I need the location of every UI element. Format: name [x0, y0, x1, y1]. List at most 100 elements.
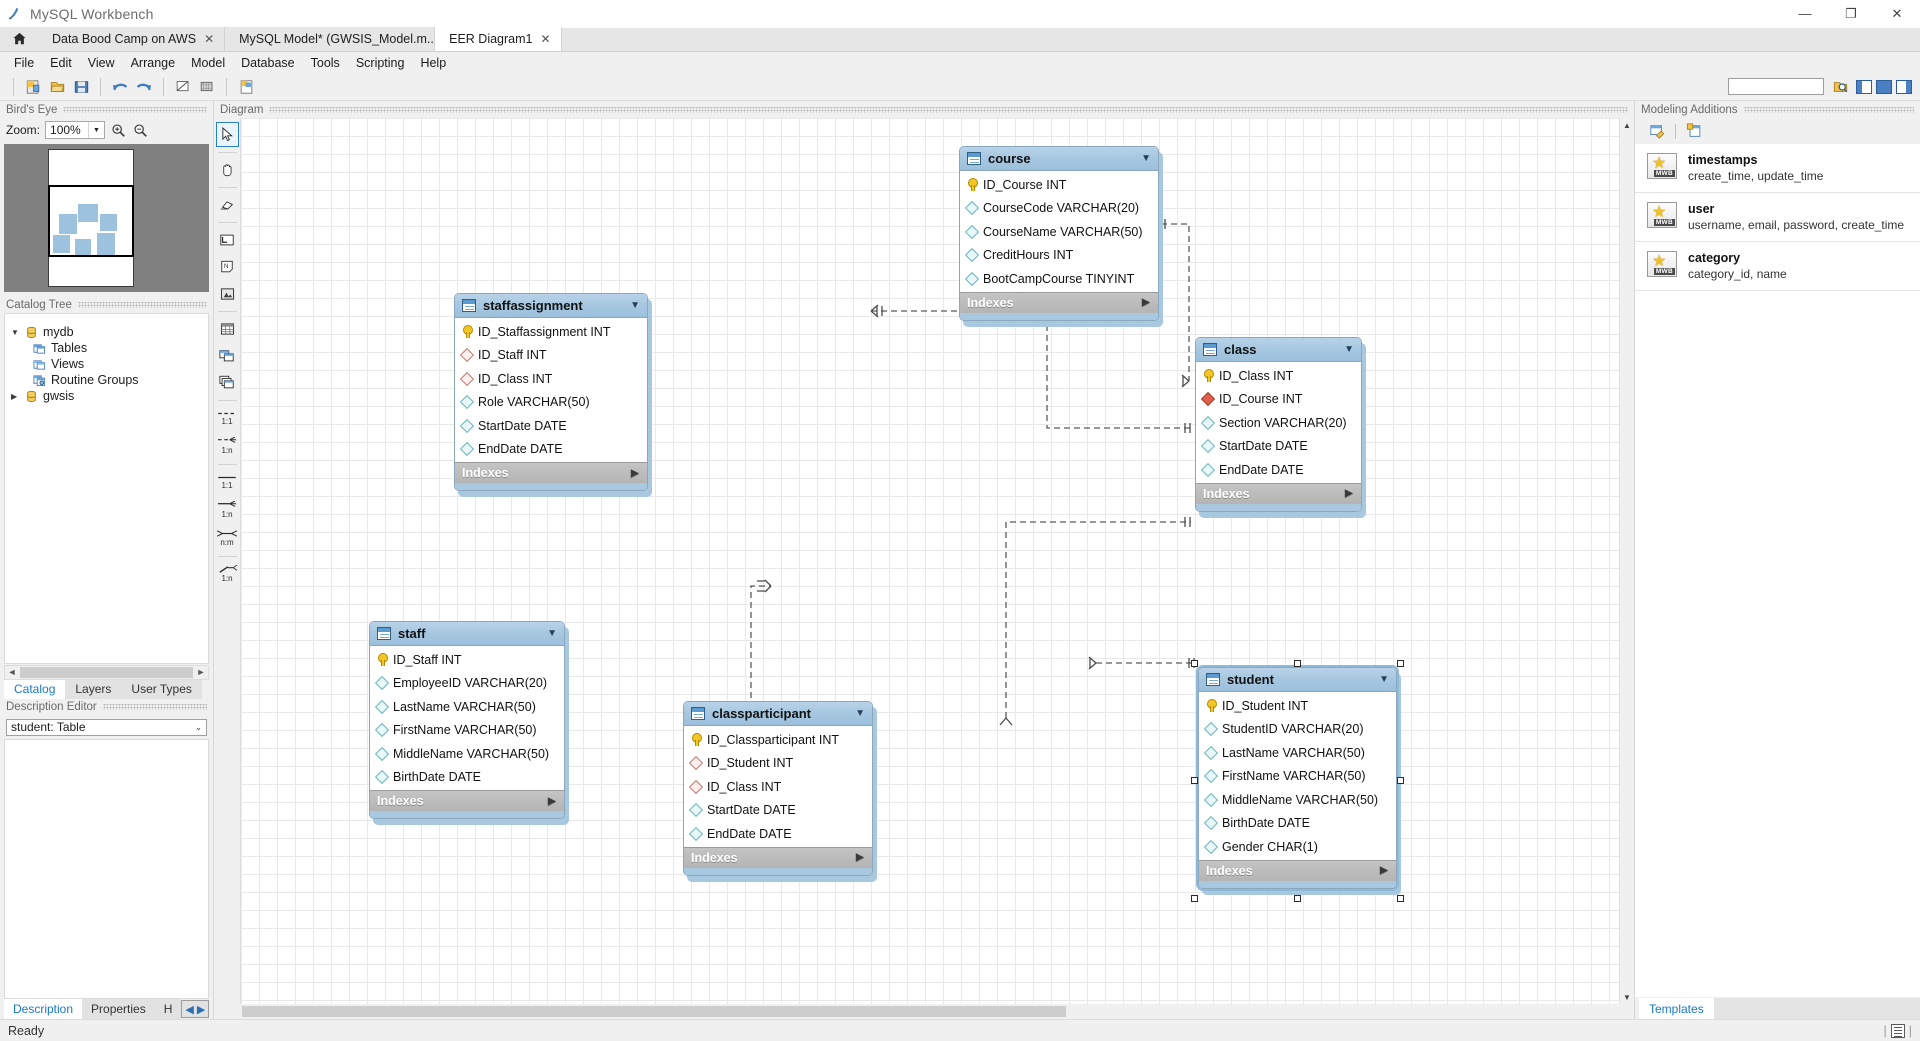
table-header[interactable]: student ▼ — [1199, 668, 1396, 692]
column-row[interactable]: ID_Class INT — [1196, 364, 1361, 388]
toggle-bottom-panel-button[interactable] — [1876, 79, 1892, 94]
scroll-left-icon[interactable]: ◄ — [7, 667, 17, 677]
indexes-section[interactable]: Indexes ▶ — [960, 291, 1158, 313]
tree-node-gwsis[interactable]: ▶ gwsis — [5, 388, 208, 404]
menu-file[interactable]: File — [14, 55, 35, 70]
undo-icon[interactable] — [108, 76, 132, 98]
scroll-down-icon[interactable]: ▼ — [1623, 992, 1631, 1002]
open-model-icon[interactable] — [45, 76, 69, 98]
table-header[interactable]: staffassignment ▼ — [455, 294, 647, 318]
birds-eye-viewport[interactable] — [48, 185, 134, 257]
output-panel-icon[interactable] — [1890, 1023, 1905, 1038]
template-item-category[interactable]: ★MWB category category_id, name — [1635, 242, 1920, 291]
er-table-staff[interactable]: staff ▼ ID_Staff INT EmployeeID VARCHAR(… — [369, 621, 569, 825]
search-input[interactable] — [1728, 78, 1824, 95]
chevron-down-icon[interactable]: ▼ — [1379, 674, 1389, 685]
table-header[interactable]: course ▼ — [960, 147, 1158, 171]
resize-handle-e[interactable] — [1397, 777, 1404, 784]
menu-database[interactable]: Database — [241, 55, 295, 70]
new-template-icon[interactable] — [1682, 120, 1706, 142]
indexes-section[interactable]: Indexes ▶ — [1196, 482, 1361, 504]
resize-handle-s[interactable] — [1294, 895, 1301, 902]
column-row[interactable]: FirstName VARCHAR(50) — [370, 719, 564, 743]
column-row[interactable]: LastName VARCHAR(50) — [1199, 741, 1396, 765]
tab-layers[interactable]: Layers — [65, 679, 122, 699]
scroll-up-icon[interactable]: ▲ — [1623, 120, 1631, 130]
resize-handle-ne[interactable] — [1397, 660, 1404, 667]
template-item-timestamps[interactable]: ★MWB timestamps create_time, update_time — [1635, 144, 1920, 193]
column-row[interactable]: MiddleName VARCHAR(50) — [370, 742, 564, 766]
template-item-user[interactable]: ★MWB user username, email, password, cre… — [1635, 193, 1920, 242]
modeling-additions-list[interactable]: ★MWB timestamps create_time, update_time… — [1635, 144, 1920, 997]
description-text-area[interactable] — [4, 738, 209, 999]
close-icon[interactable]: ✕ — [540, 32, 551, 46]
column-row[interactable]: ID_Course INT — [1196, 388, 1361, 412]
er-table-staffassignment[interactable]: staffassignment ▼ ID_Staffassignment INT… — [454, 293, 652, 497]
chevron-right-icon[interactable]: ▶ — [11, 391, 18, 401]
find-icon[interactable] — [1828, 76, 1852, 98]
toggle-page-guides-icon[interactable] — [195, 76, 219, 98]
expand-right-icon[interactable]: ▶ — [1345, 488, 1353, 499]
column-row[interactable]: ID_Student INT — [1199, 694, 1396, 718]
toggle-grid-icon[interactable] — [171, 76, 195, 98]
scrollbar-track[interactable] — [1619, 132, 1635, 990]
tree-node-mydb[interactable]: ▼ mydb — [5, 324, 208, 340]
tree-node-tables[interactable]: Tables — [5, 340, 208, 356]
indexes-section[interactable]: Indexes ▶ — [684, 846, 872, 868]
close-icon[interactable]: ✕ — [204, 32, 215, 46]
table-header[interactable]: staff ▼ — [370, 622, 564, 646]
column-row[interactable]: FirstName VARCHAR(50) — [1199, 765, 1396, 789]
eraser-tool[interactable] — [216, 192, 239, 217]
column-row[interactable]: ID_Class INT — [684, 775, 872, 799]
new-table-tool[interactable] — [216, 316, 239, 341]
image-tool[interactable] — [216, 281, 239, 306]
expand-right-icon[interactable]: ▶ — [1142, 297, 1150, 308]
er-table-classparticipant[interactable]: classparticipant ▼ ID_Classparticipant I… — [683, 701, 877, 882]
menu-arrange[interactable]: Arrange — [130, 55, 176, 70]
zoom-out-icon[interactable] — [132, 122, 149, 139]
column-row[interactable]: Role VARCHAR(50) — [455, 391, 647, 415]
chevron-down-icon[interactable]: ▼ — [11, 327, 19, 337]
description-object-select[interactable]: student: Table ⌄ — [6, 718, 207, 736]
column-row[interactable]: StartDate DATE — [1196, 435, 1361, 459]
table-header[interactable]: class ▼ — [1196, 338, 1361, 362]
column-row[interactable]: CourseName VARCHAR(50) — [960, 220, 1158, 244]
menu-scripting[interactable]: Scripting — [355, 55, 405, 70]
column-row[interactable]: BirthDate DATE — [1199, 812, 1396, 836]
save-model-icon[interactable] — [69, 76, 93, 98]
column-row[interactable]: BirthDate DATE — [370, 766, 564, 790]
birds-eye-view[interactable] — [4, 144, 209, 292]
relationship-1-1-nonident-tool[interactable]: 1:1 — [216, 405, 239, 431]
column-row[interactable]: StartDate DATE — [684, 799, 872, 823]
column-row[interactable]: EndDate DATE — [1196, 458, 1361, 482]
scroll-right-icon[interactable]: ► — [196, 667, 206, 677]
column-row[interactable]: ID_Student INT — [684, 752, 872, 776]
new-routine-group-tool[interactable] — [216, 370, 239, 395]
menu-help[interactable]: Help — [420, 55, 447, 70]
er-table-student[interactable]: student ▼ ID_Student INT StudentID VARCH… — [1191, 660, 1404, 902]
column-row[interactable]: Section VARCHAR(20) — [1196, 411, 1361, 435]
table-header[interactable]: classparticipant ▼ — [684, 702, 872, 726]
column-row[interactable]: ID_Class INT — [455, 367, 647, 391]
indexes-section[interactable]: Indexes ▶ — [1199, 859, 1396, 881]
column-row[interactable]: StudentID VARCHAR(20) — [1199, 718, 1396, 742]
expand-right-icon[interactable]: ▶ — [548, 795, 556, 807]
chevron-down-icon[interactable]: ⌄ — [195, 722, 202, 732]
arrow-right-icon[interactable]: ▶ — [196, 1003, 206, 1016]
column-row[interactable]: ID_Classparticipant INT — [684, 728, 872, 752]
menu-model[interactable]: Model — [191, 55, 226, 70]
chevron-down-icon[interactable]: ▼ — [1141, 153, 1151, 164]
tab-user-types[interactable]: User Types — [121, 679, 202, 699]
er-table-course[interactable]: course ▼ ID_Course INT CourseCode VARCHA… — [959, 146, 1163, 327]
tab-description[interactable]: Description — [4, 999, 83, 1019]
toggle-left-panel-button[interactable] — [1856, 79, 1872, 94]
tab-templates[interactable]: Templates — [1639, 998, 1714, 1019]
indexes-section[interactable]: Indexes ▶ — [455, 462, 647, 483]
hand-tool[interactable] — [216, 157, 239, 182]
tree-node-views[interactable]: Views — [5, 356, 208, 372]
zoom-in-icon[interactable] — [110, 122, 127, 139]
pointer-tool[interactable] — [215, 122, 239, 147]
column-row[interactable]: EmployeeID VARCHAR(20) — [370, 672, 564, 696]
edit-template-icon[interactable] — [1645, 120, 1669, 142]
tab-mysql-model[interactable]: MySQL Model* (GWSIS_Model.m.. ✕ — [225, 27, 452, 51]
